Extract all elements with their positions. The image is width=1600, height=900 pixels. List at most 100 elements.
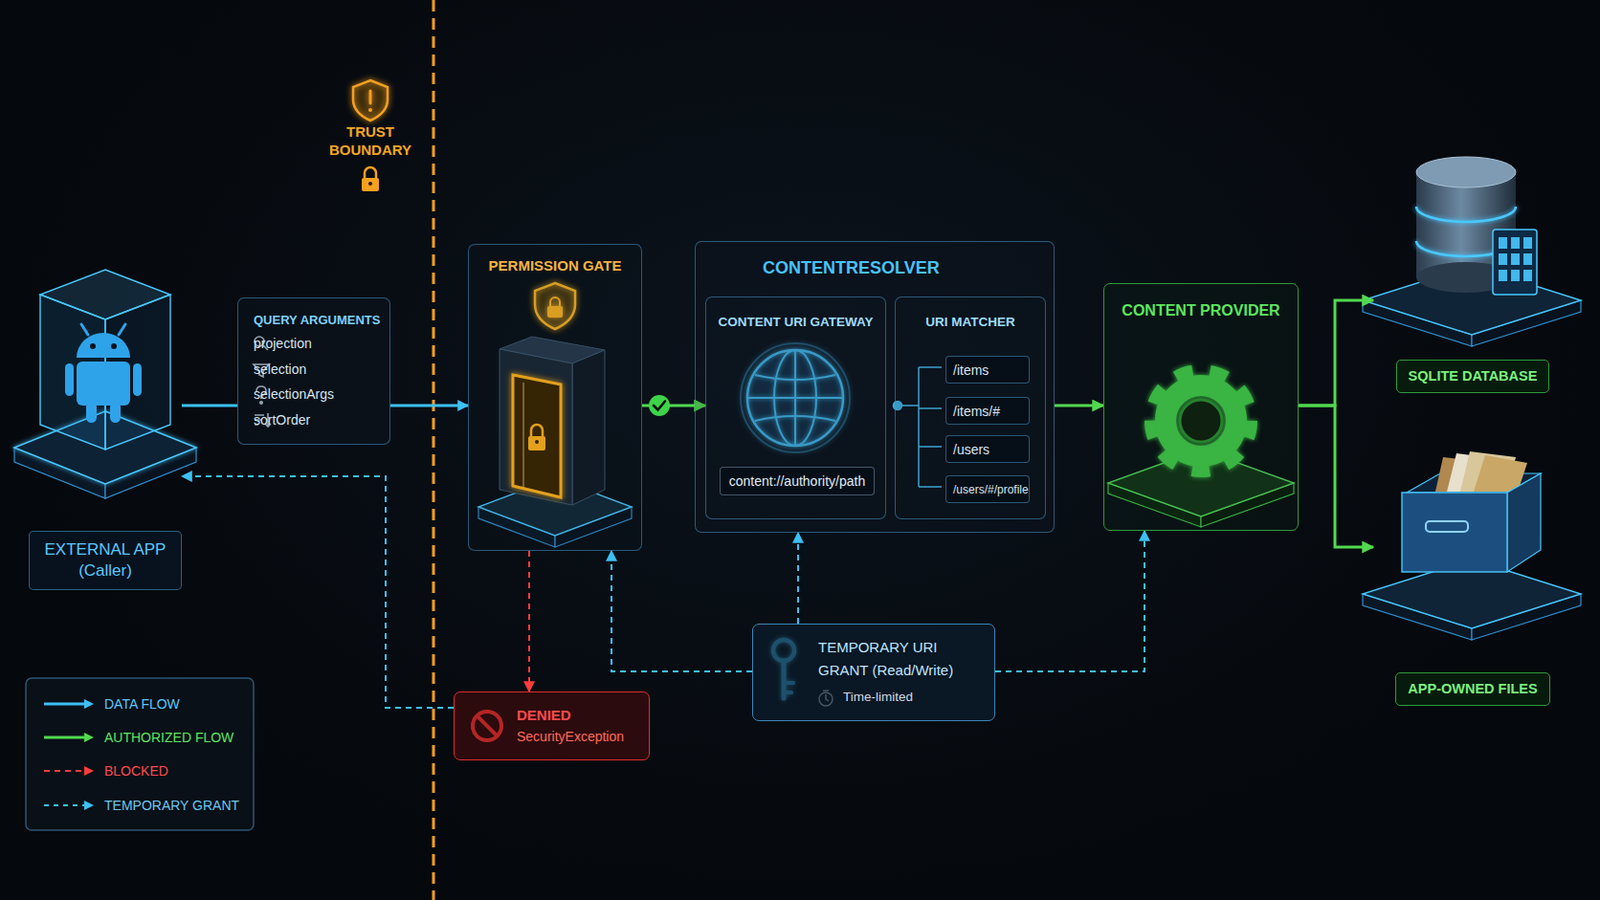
gateway-box: CONTENT URI GATEWAYcontent://authority/p… (705, 296, 887, 520)
trust-lock-icon (364, 167, 377, 178)
legend-line (44, 770, 87, 773)
node-title: CONTENT URI GATEWAY (710, 313, 882, 332)
file-box (1507, 473, 1541, 573)
connector (611, 551, 753, 672)
legend-frame (25, 678, 254, 831)
app-glass-cube (40, 269, 171, 450)
files-node: APP-OWNED FILES (1373, 459, 1573, 707)
trust-lock-icon (361, 177, 379, 192)
file-box (1401, 451, 1541, 573)
route-box: /users (945, 435, 1030, 464)
node-text: projection (253, 331, 384, 357)
trust-shield-icon (369, 90, 373, 104)
node-title: DENIED (516, 705, 644, 727)
database-cylinder (1498, 237, 1533, 282)
node-text: selection (253, 356, 384, 383)
trust-boundary-line (432, 0, 436, 900)
node-title: APP-OWNED FILES (1395, 672, 1550, 707)
denied-box: DENIEDSecurityException (453, 691, 650, 761)
android-robot (65, 324, 142, 423)
grant-box: TEMPORARY URI GRANT (Read/Write) Time-lim… (752, 623, 996, 722)
node-title: /users (953, 442, 990, 458)
route-box: /users/#/profile (945, 475, 1030, 504)
legend-line (44, 703, 87, 707)
trust-lock-icon (361, 167, 379, 192)
trust-shield-icon (368, 108, 373, 112)
legend-sample (42, 697, 96, 712)
node-title: /users/#/profile (953, 483, 1029, 497)
android-robot (110, 401, 121, 423)
connector (1298, 405, 1374, 548)
node-text: Time-limited (843, 688, 991, 708)
database-node: SQLITE DATABASE (1373, 153, 1573, 394)
args-box: QUERY ARGUMENTSprojectionselectionselect… (237, 297, 391, 445)
database-cylinder (1492, 229, 1537, 295)
legend-line (44, 804, 87, 807)
legend-row: DATA FLOW (42, 693, 180, 715)
node-title: CONTENT PROVIDER (1108, 301, 1294, 321)
file-box (1401, 492, 1508, 573)
connector (390, 404, 468, 408)
node-title: /items/# (953, 403, 1000, 420)
connector (1298, 300, 1374, 406)
legend-sample (42, 764, 96, 778)
app-node: EXTERNAL APP (Caller) (28, 266, 182, 591)
gate-box: PERMISSION GATE (467, 244, 643, 552)
legend-arrowhead (84, 766, 94, 777)
node-text: SecurityException (516, 726, 644, 748)
database-cylinder (1498, 237, 1508, 249)
app-glass-cube (40, 269, 171, 320)
database-cylinder (1523, 237, 1533, 249)
android-robot (118, 324, 126, 335)
legend-frame (25, 678, 254, 831)
node-title: CONTENTRESOLVER (762, 257, 1048, 279)
check-badge (648, 395, 670, 417)
provider-box: CONTENT PROVIDER (1103, 283, 1299, 532)
node-title: PERMISSION GATE (474, 257, 636, 275)
node-title: QUERY ARGUMENTS (253, 310, 384, 332)
legend-text: BLOCKED (104, 763, 169, 779)
route-box: /items/# (945, 397, 1030, 425)
trust-shield-icon (353, 80, 388, 121)
connector (528, 551, 531, 692)
route-box: /items (945, 355, 1030, 384)
legend-sample (42, 731, 96, 745)
database-cylinder (1416, 156, 1516, 188)
trust-lock-icon (368, 181, 373, 186)
android-robot (65, 363, 74, 397)
android-robot (133, 363, 142, 397)
matcher-box: URI MATCHER/items/items/#/users/users/#/… (894, 296, 1046, 520)
node-title: EXTERNAL APP (Caller) (28, 531, 182, 591)
android-robot (76, 361, 131, 406)
android-robot (111, 343, 117, 350)
database-cylinder (1511, 237, 1520, 249)
trust-boundary-line (433, 0, 435, 900)
connector (181, 476, 454, 709)
legend-text: TEMPORARY GRANT (104, 798, 240, 814)
android-robot (81, 324, 89, 335)
database-cylinder (1416, 206, 1516, 223)
database-cylinder (1511, 253, 1520, 266)
legend-text: AUTHORIZED FLOW (104, 730, 234, 746)
legend-row: AUTHORIZED FLOW (42, 727, 234, 749)
android-robot (89, 343, 96, 350)
database-cylinder (1523, 269, 1533, 282)
database-cylinder (1498, 269, 1508, 282)
legend-text: DATA FLOW (104, 696, 180, 712)
trust-shield-icon (353, 80, 388, 121)
database-cylinder (1498, 253, 1508, 266)
resolver-box: CONTENTRESOLVER CONTENT URI GATEWAYconten… (694, 241, 1055, 534)
database-cylinder (1416, 156, 1537, 295)
android-robot (86, 401, 97, 423)
check-badge (653, 401, 666, 411)
legend-row: BLOCKED (42, 760, 169, 782)
legend-sample (42, 799, 96, 813)
node-title: /items (953, 362, 989, 378)
legend-arrowhead (84, 800, 94, 811)
connector (995, 531, 1145, 672)
file-box (1425, 521, 1468, 533)
check-badge (648, 395, 670, 417)
node-title: TEMPORARY URI GRANT (Read/Write) (818, 636, 991, 683)
boundary-label: TRUST BOUNDARY (317, 122, 423, 159)
